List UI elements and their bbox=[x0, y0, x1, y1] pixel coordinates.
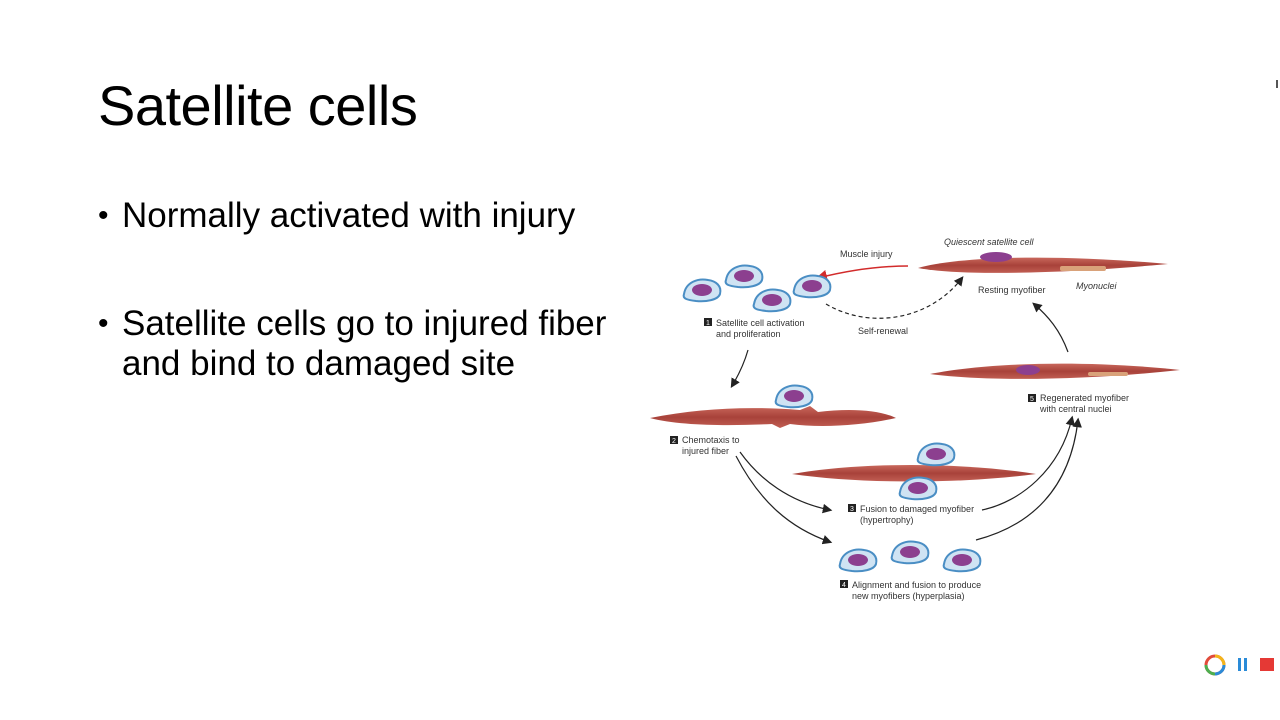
arrow-step3-to-step5 bbox=[981, 415, 1076, 511]
step-number-3: 3 bbox=[850, 506, 854, 513]
step-badge-3 bbox=[848, 504, 856, 512]
aligned-cells bbox=[838, 540, 982, 573]
pause-icon bbox=[1238, 658, 1241, 671]
step-number-1: 1 bbox=[706, 320, 710, 327]
label-myonuclei: Myonuclei bbox=[1076, 281, 1118, 291]
satellite-cell-cycle-diagram: Quiescent satellite cell Muscle injury M… bbox=[650, 237, 1180, 601]
footer-logos bbox=[1204, 654, 1274, 676]
corner-mark bbox=[1276, 80, 1278, 88]
label-step1-line2: and proliferation bbox=[716, 329, 781, 339]
label-self-renewal: Self-renewal bbox=[858, 326, 908, 336]
step-badge-1 bbox=[704, 318, 712, 326]
label-step2-line2: injured fiber bbox=[682, 446, 729, 456]
step-badge-2 bbox=[670, 436, 678, 444]
bullet-item: Normally activated with injury bbox=[98, 196, 638, 236]
arrow-step2-to-step3 bbox=[739, 451, 833, 514]
regenerated-myofiber bbox=[930, 363, 1180, 379]
resting-myofiber bbox=[918, 252, 1168, 273]
label-step2-line1: Chemotaxis to bbox=[682, 435, 740, 445]
damaged-myofiber-fusion bbox=[792, 442, 1036, 501]
pause-icon-bar bbox=[1244, 658, 1247, 671]
quiescent-satellite-cell bbox=[980, 252, 1012, 262]
bullet-item: Satellite cells go to injured fiber and … bbox=[98, 304, 638, 384]
step-badge-4 bbox=[840, 580, 848, 588]
myonucleus bbox=[1060, 266, 1106, 271]
muscle-injury-arrow bbox=[815, 265, 909, 282]
arrow-step5-to-resting bbox=[1032, 302, 1069, 353]
self-renewal-arrow bbox=[825, 276, 964, 319]
label-muscle-injury: Muscle injury bbox=[840, 249, 893, 259]
label-resting-myofiber: Resting myofiber bbox=[978, 285, 1046, 295]
step-number-4: 4 bbox=[842, 582, 846, 589]
label-step4-line2: new myofibers (hyperplasia) bbox=[852, 591, 965, 601]
slide-title: Satellite cells bbox=[98, 74, 418, 137]
proliferating-cells bbox=[682, 264, 832, 313]
label-quiescent: Quiescent satellite cell bbox=[944, 237, 1035, 247]
label-step3-line1: Fusion to damaged myofiber bbox=[860, 504, 974, 514]
label-step5-line1: Regenerated myofiber bbox=[1040, 393, 1129, 403]
label-step1-line1: Satellite cell activation bbox=[716, 318, 805, 328]
arrow-step4-to-step5 bbox=[975, 417, 1082, 541]
arrow-step2-to-step4 bbox=[735, 455, 833, 545]
label-step5-line2: with central nuclei bbox=[1039, 404, 1112, 414]
label-step3-line2: (hypertrophy) bbox=[860, 515, 914, 525]
injured-myofiber bbox=[650, 384, 896, 428]
step-number-5: 5 bbox=[1030, 396, 1034, 403]
step-badge-5 bbox=[1028, 394, 1036, 402]
stop-icon bbox=[1260, 658, 1274, 671]
bullet-list: Normally activated with injury Satellite… bbox=[98, 196, 638, 384]
step-number-2: 2 bbox=[672, 438, 676, 445]
label-step4-line1: Alignment and fusion to produce bbox=[852, 580, 981, 590]
swirl-logo-icon bbox=[1204, 654, 1226, 676]
arrow-step1-to-step2 bbox=[730, 349, 749, 389]
